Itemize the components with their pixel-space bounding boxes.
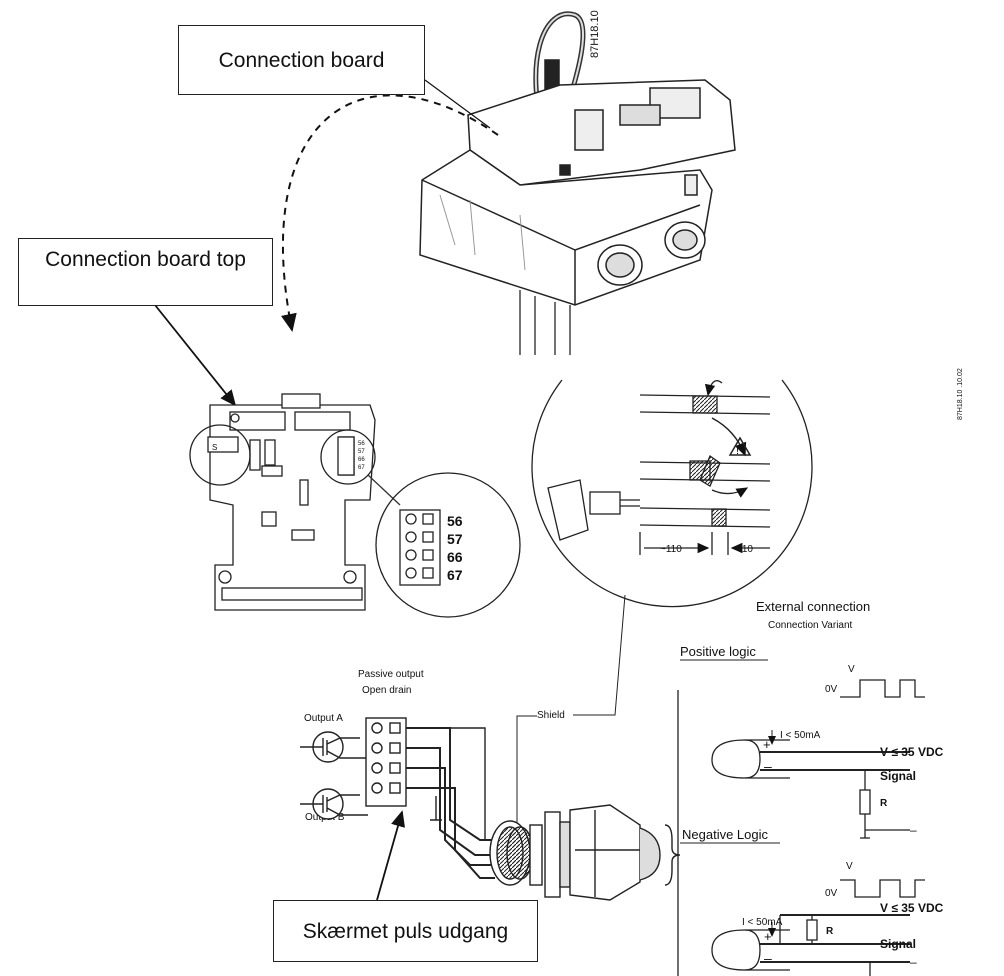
neg-minus: – [764,950,772,966]
board-top-view [189,393,521,618]
shield-label: Shield [537,710,565,721]
cable-detail: ! [531,379,813,608]
neg-0v-label: 0V [825,888,838,899]
svg-text:!: ! [736,445,739,457]
pos-current-label: I < 50mA [780,730,821,741]
callout-leader-board [424,79,491,129]
figure-code-right: 87H18.10 .10.02 [957,368,964,420]
pos-0v-label: 0V [825,684,838,695]
shielded-pulse-output-callout-text: Skærmet puls udgang [302,920,509,943]
terminal-label-57: 57 [447,531,463,547]
terminal-label-56: 56 [447,513,463,529]
open-drain-label: Open drain [362,685,411,696]
pos-minus: – [764,758,772,774]
neg-current-label: I < 50mA [742,917,783,928]
shielded-pulse-output-callout: Skærmet puls udgang [273,900,538,962]
pos-voltage-limit: V ≤ 35 VDC [880,745,944,759]
connection-board-top-callout-text: Connection board top [45,248,246,271]
pos-v-label: V [848,664,855,675]
external-title: External connection [756,599,870,614]
neg-v-label: V [846,861,853,872]
external-subtitle: Connection Variant [768,620,853,631]
dim-strip: ~110 [660,544,682,555]
neg-ground-minus: – [910,955,917,969]
callout-arrow-pulse [376,810,405,901]
external-connection-drawing [677,679,925,976]
board-small-label: S [212,443,217,452]
pos-resistor-label: R [880,798,888,809]
pos-plus: + [763,737,771,752]
neg-resistor-label: R [826,926,834,937]
connection-board-callout: Connection board [178,25,425,95]
output-a-label: Output A [304,713,343,724]
passive-output-label: Passive output [358,669,424,680]
neg-plus: + [764,929,772,944]
dim-bare: ~10 [736,544,753,555]
pos-signal-label: Signal [880,769,916,783]
figure-code-top: 87H18.10 [589,10,601,58]
board-label-66: 66 [358,457,365,463]
housing-illustration [419,11,736,355]
neg-voltage-limit: V ≤ 35 VDC [880,901,944,915]
board-label-56: 56 [358,441,365,447]
board-label-57: 57 [358,449,365,455]
board-label-67: 67 [358,465,365,471]
wiring-diagram [300,594,681,901]
neg-signal-label: Signal [880,937,916,951]
terminal-label-66: 66 [447,549,463,565]
positive-logic-label: Positive logic [680,644,756,659]
callout-arrow-board-top [154,304,237,407]
connection-board-callout-text: Connection board [218,49,385,72]
connection-board-top-callout: Connection board top [18,238,273,306]
terminal-label-67: 67 [447,567,463,583]
dashed-arrow [281,94,499,332]
pos-ground-minus: – [910,823,917,837]
negative-logic-label: Negative Logic [682,827,768,842]
